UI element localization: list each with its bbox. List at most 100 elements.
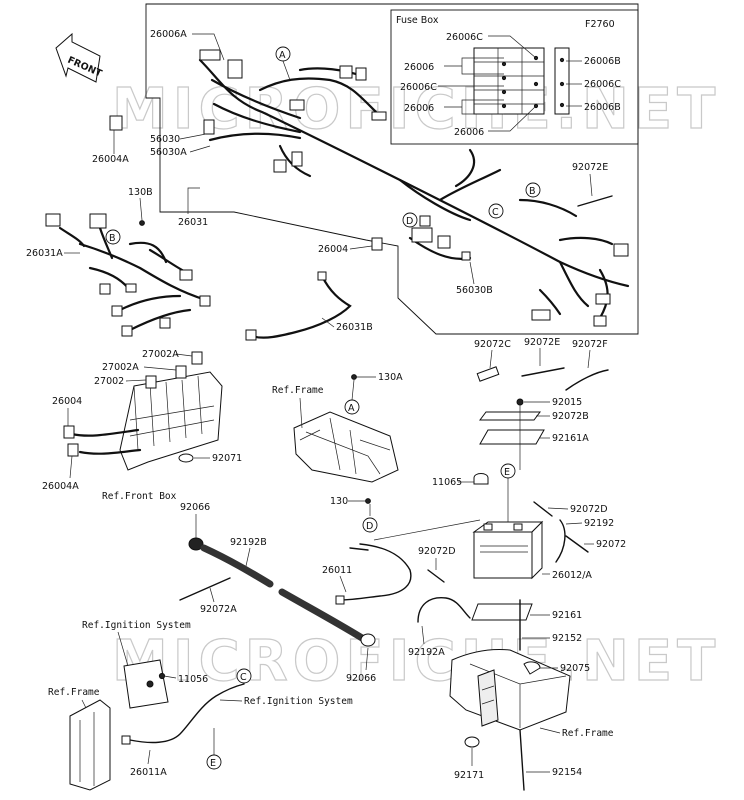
callout-B-left: B xyxy=(105,229,121,245)
label-26031A: 26031A xyxy=(26,248,63,259)
ref-front-box: Ref.Front Box xyxy=(102,491,177,502)
clamp-92072C xyxy=(476,366,500,382)
figure-code: F2760 xyxy=(585,19,615,30)
label-26011A: 26011A xyxy=(130,767,167,778)
label-92192: 92192 xyxy=(584,518,614,529)
label-92152: 92152 xyxy=(552,633,582,644)
watermark-bottom: MICROFICHE.NET xyxy=(112,629,720,694)
fuse-label-left-1: 26006C xyxy=(446,32,483,43)
label-92161A: 92161A xyxy=(552,433,589,444)
harness-26031B xyxy=(250,274,352,339)
fuse-label-right-3: 26006B xyxy=(584,102,621,113)
label-26011: 26011 xyxy=(322,565,352,576)
svg-text:A: A xyxy=(348,403,355,414)
label-92072D-right: 92072D xyxy=(570,504,608,515)
label-92192B: 92192B xyxy=(230,537,267,548)
label-26004A-left: 26004A xyxy=(42,481,79,492)
label-27002: 27002 xyxy=(94,376,124,387)
label-130B: 130B xyxy=(128,187,153,198)
label-92071: 92071 xyxy=(212,453,242,464)
label-92066-top: 92066 xyxy=(180,502,210,513)
callout-A-mid: A xyxy=(344,399,360,415)
cable-tie-92072A xyxy=(179,577,231,601)
ref-frame-right: Ref.Frame xyxy=(562,728,614,739)
ref-ignition-2: Ref.Ignition System xyxy=(244,696,353,707)
svg-text:C: C xyxy=(492,207,499,218)
label-26012A: 26012/A xyxy=(552,570,592,581)
label-92072F: 92072F xyxy=(572,339,608,350)
cable-tie-92072E xyxy=(577,195,613,207)
label-27002A-1: 27002A xyxy=(142,349,179,360)
label-56030A: 56030A xyxy=(150,147,187,158)
label-92072: 92072 xyxy=(596,539,626,550)
cable-tie-92072D-right xyxy=(533,501,553,517)
svg-text:E: E xyxy=(504,467,510,478)
front-arrow-icon: FRONT xyxy=(55,32,104,83)
label-92072A: 92072A xyxy=(200,604,237,615)
connector-26004-left xyxy=(63,425,75,439)
cable-tie-92072 xyxy=(565,535,589,553)
svg-text:C: C xyxy=(240,672,247,683)
label-26004-left: 26004 xyxy=(52,396,82,407)
battery-cable-26011: 130 26011 92192A xyxy=(322,496,481,658)
callout-E-battery: E xyxy=(500,463,516,522)
fuse-label-left-5: 26006 xyxy=(454,127,484,138)
callout-C-bottom: C xyxy=(236,668,252,684)
fuse-label-left-3: 26006C xyxy=(400,82,437,93)
callout-D-mid: D xyxy=(362,517,378,533)
fuse-label-right-1: 26006B xyxy=(584,56,621,67)
label-92072B: 92072B xyxy=(552,411,589,422)
relay xyxy=(411,227,433,243)
fuse-box-inset xyxy=(390,9,639,145)
bracket-92072B xyxy=(479,411,541,421)
grommet-92071 xyxy=(178,453,194,463)
svg-text:D: D xyxy=(406,216,413,227)
bracket-ignition xyxy=(123,659,169,709)
ref-ignition-1: Ref.Ignition System xyxy=(82,620,191,631)
label-56030B: 56030B xyxy=(456,285,493,296)
label-11056: 11056 xyxy=(178,674,208,685)
label-26004: 26004 xyxy=(318,244,348,255)
callout-E-bottom: E xyxy=(206,754,222,770)
label-92066-bottom: 92066 xyxy=(346,673,376,684)
rod-92154 xyxy=(519,729,525,791)
fuse-box: Fuse Box 26006C 26006 26006C 26006 26006… xyxy=(396,15,621,138)
callout-B-right: B xyxy=(525,182,541,198)
cable-tie-92072F xyxy=(565,369,609,391)
label-26004A-top: 26004A xyxy=(92,154,129,165)
label-92075: 92075 xyxy=(560,663,590,674)
fuse-label-right-2: 26006C xyxy=(584,79,621,90)
label-56030: 56030 xyxy=(150,134,180,145)
conduit-92192B: 92066 92192B 92066 92072A xyxy=(179,502,376,684)
label-11065: 11065 xyxy=(432,477,462,488)
svg-text:B: B xyxy=(109,233,116,244)
label-26031B: 26031B xyxy=(336,322,373,333)
ref-frame-mid: Ref.Frame xyxy=(272,385,324,396)
battery-tray: 92075 Ref.Frame 92171 92154 xyxy=(449,649,614,791)
grommet-92171 xyxy=(464,736,480,748)
frame-left xyxy=(69,699,111,791)
pad-92161 xyxy=(471,603,533,621)
pad-92161A xyxy=(479,429,545,445)
strap-92192 xyxy=(555,519,566,563)
label-27002A-2: 27002A xyxy=(102,362,139,373)
label-92072E-mid: 92072E xyxy=(524,337,560,348)
front-box-panel xyxy=(63,351,223,471)
fuse-box-title: Fuse Box xyxy=(396,15,439,26)
label-92015: 92015 xyxy=(552,397,582,408)
label-130A: 130A xyxy=(378,372,403,383)
connector xyxy=(199,49,221,61)
ref-frame-left: Ref.Frame xyxy=(48,687,100,698)
label-26031: 26031 xyxy=(178,217,208,228)
label-92072C: 92072C xyxy=(474,339,511,350)
callout-D-top: D xyxy=(402,212,418,228)
svg-text:B: B xyxy=(529,186,536,197)
fuse-label-left-2: 26006 xyxy=(404,62,434,73)
label-26006A: 26006A xyxy=(150,29,187,40)
relay-27002 xyxy=(145,375,157,389)
relay-27002A-2 xyxy=(175,365,187,379)
connector-26004A-left xyxy=(67,443,79,457)
svg-text:D: D xyxy=(366,521,373,532)
grommet-92066-top xyxy=(188,537,204,551)
